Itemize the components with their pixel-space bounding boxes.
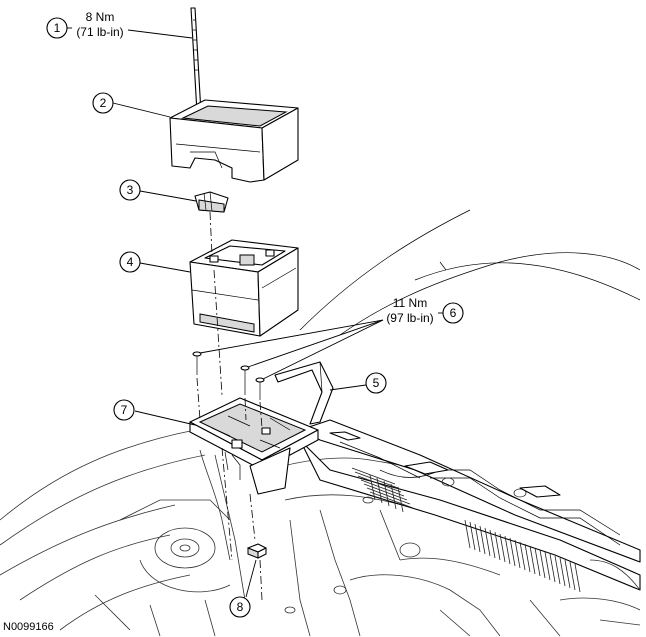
callout-3: 3 [119,179,141,201]
callout-1: 1 8 Nm (71 lb-in) [46,10,124,39]
callout-8-number: 8 [237,600,244,614]
battery-tray-cover [274,361,334,425]
assembly-centerlines [196,211,263,601]
callout-6: 6 11 Nm (97 lb-in) [386,296,464,325]
callout-1-torque-nm: 8 Nm [86,10,115,24]
callout-4: 4 [119,251,141,273]
tray-bolt-left [192,351,202,375]
callout-1-torque-imperial: (71 lb-in) [76,25,123,39]
figure-reference: N0099166 [3,621,54,633]
callout-6-torque-imperial: (97 lb-in) [386,311,433,325]
callout-6-torque-nm: 11 Nm [393,296,427,310]
callout-1-number: 1 [54,21,61,35]
callout-8: 8 [229,596,251,618]
vehicle-body-background [0,209,641,637]
callout-7: 7 [113,399,135,421]
hold-down-rod [190,7,202,114]
leader-lines [67,27,443,598]
tray-bolt-right [255,377,265,400]
battery [189,239,299,337]
callout-6-number: 6 [450,306,457,320]
callout-2-number: 2 [100,96,107,110]
callout-4-number: 4 [127,255,134,269]
battery-clamp [194,191,229,213]
lower-clip [247,543,267,559]
callout-2: 2 [92,92,114,114]
cowl-grille-left [351,467,414,513]
callout-5: 5 [365,372,387,394]
battery-tray [189,397,319,495]
callout-5-number: 5 [373,376,380,390]
callout-7-number: 7 [121,403,128,417]
tray-bolt-center [240,365,250,395]
callout-3-number: 3 [127,183,134,197]
cowl-grille-right [464,519,581,593]
battery-cover [169,99,299,183]
